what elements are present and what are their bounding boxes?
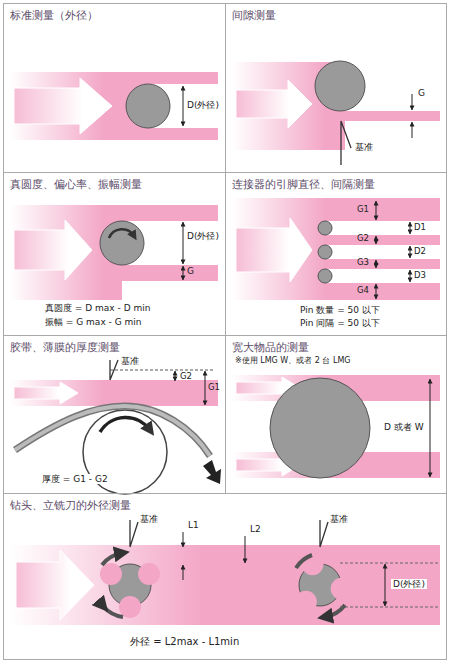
panel-title: 间隙测量 xyxy=(232,9,276,22)
dimension-label: ※使用 LMG W、或者 2 台 LMG xyxy=(235,356,351,365)
panel: 胶带、薄膜的厚度测量 xyxy=(3,335,226,494)
panel: 间隙测量 xyxy=(225,3,447,173)
panel-title: 连接器的引脚直径、间隔测量 xyxy=(232,178,375,191)
cutter-flute xyxy=(119,596,141,618)
dimension-label: D1 xyxy=(414,223,426,233)
dimension-label: 基准 xyxy=(140,514,158,524)
dimension-label: L1 xyxy=(188,520,199,530)
panel: 钻头、立铣刀的外径测量 xyxy=(3,493,447,660)
panel: 标准测量（外径） xyxy=(3,3,226,173)
cutter-flute xyxy=(100,563,122,585)
dimension-label: G xyxy=(187,266,194,276)
dimension-label: D3 xyxy=(414,271,426,281)
dimension-label: 厚度 = G1 - G2 xyxy=(40,474,110,484)
dimension-label: G1 xyxy=(208,383,220,393)
dimension-label: D2 xyxy=(414,247,426,257)
dimension-label: D(外径) xyxy=(391,579,427,589)
panel-title: 胶带、薄膜的厚度测量 xyxy=(10,341,120,354)
dimension-label: Pin 间隔 = 50 以下 xyxy=(300,318,380,328)
dimension-label: 基准 xyxy=(330,514,348,524)
dimension-label: G1 xyxy=(357,205,369,215)
dimension-label: 真圆度 = D max - D min xyxy=(45,303,150,313)
cutter-flute xyxy=(138,563,160,585)
dimension-label: 外径 = L2max - L1min xyxy=(130,636,239,648)
dimension-label: 基准 xyxy=(121,356,139,366)
dimension-label: G xyxy=(418,88,425,98)
panel-title: 钻头、立铣刀的外径测量 xyxy=(10,499,131,512)
dimension-label: 振幅 = G max - G min xyxy=(45,317,141,327)
panel-title: 真圆度、偏心率、振幅测量 xyxy=(10,178,142,191)
panel-title: 标准测量（外径） xyxy=(10,9,98,22)
dimension-label: D 或者 W xyxy=(382,422,426,432)
dimension-label: 基准 xyxy=(355,142,373,152)
panel-title: 宽大物品的测量 xyxy=(232,341,309,354)
cutter-flute xyxy=(295,591,317,613)
dimension-label: G4 xyxy=(357,286,369,296)
dimension-label: G3 xyxy=(357,258,369,268)
dimension-label: Pin 数量 = 50 以下 xyxy=(300,305,380,315)
dimension-label: L2 xyxy=(250,524,261,534)
dimension-label: G2 xyxy=(180,372,192,382)
dimension-label: D(外径) xyxy=(187,231,219,241)
dimension-label: D(外径) xyxy=(187,100,219,110)
dimension-label: G2 xyxy=(357,234,369,244)
cutter-flute xyxy=(331,578,353,600)
